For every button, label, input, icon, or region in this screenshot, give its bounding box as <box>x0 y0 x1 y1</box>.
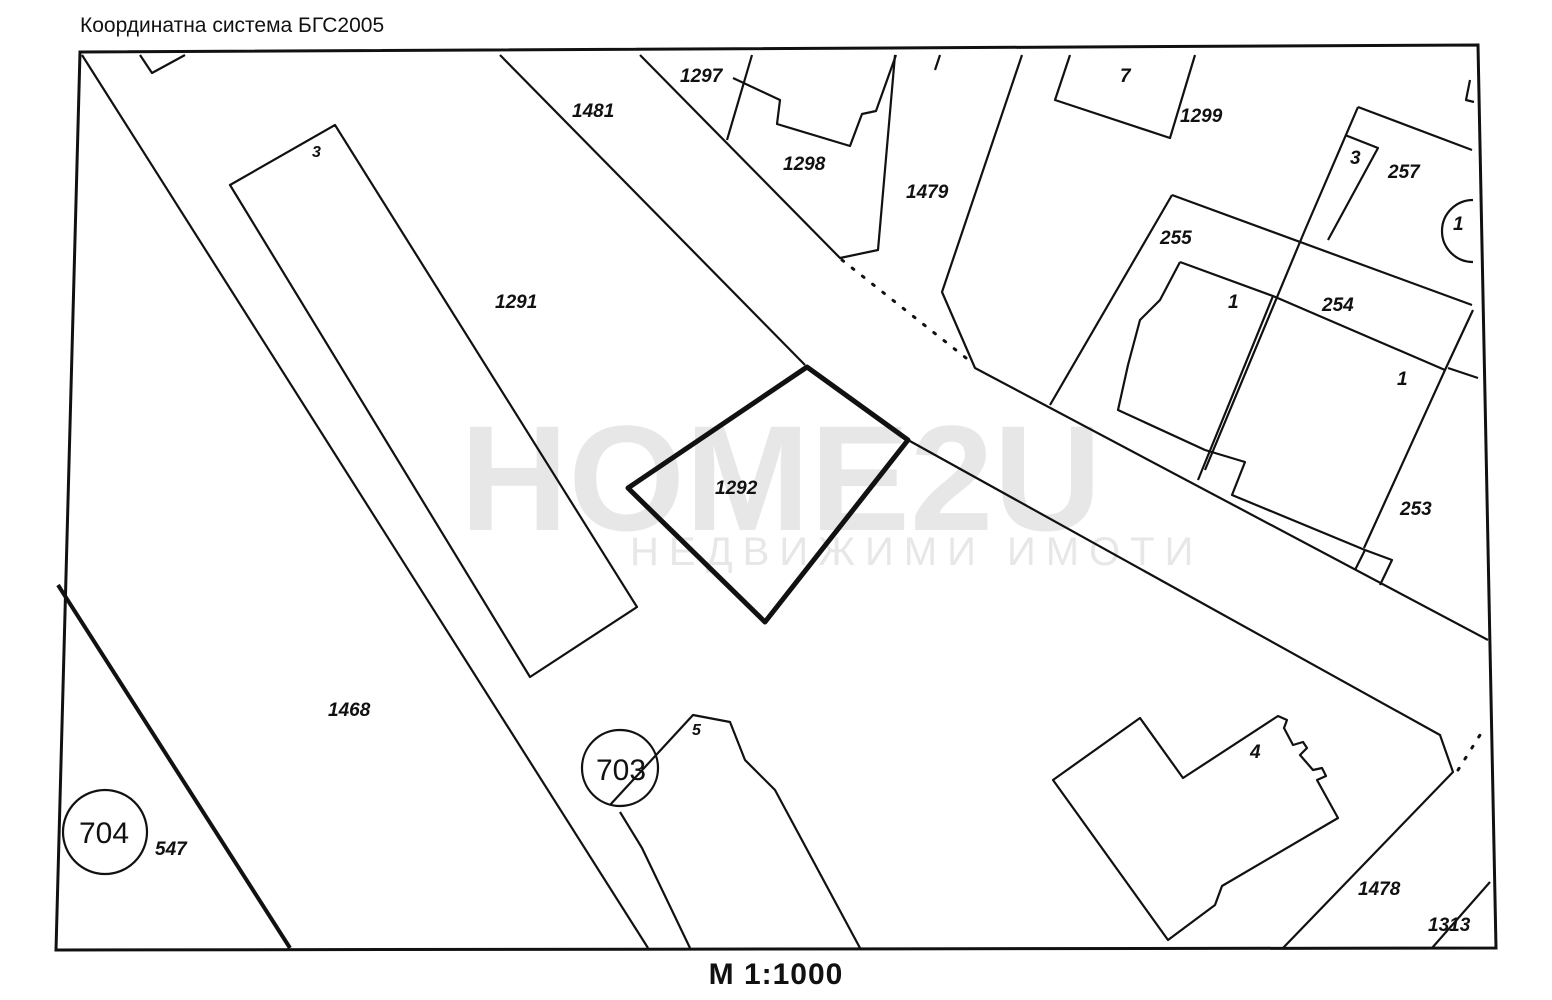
building-outline <box>139 54 186 75</box>
road-edge <box>499 54 806 366</box>
parcel-boundary <box>1203 106 1360 471</box>
parcel-label: 1478 <box>1358 879 1401 900</box>
parcel-label: 1291 <box>495 292 537 313</box>
building-label: 3 <box>312 144 321 161</box>
building-5 <box>619 811 691 949</box>
building-label: 5 <box>692 722 702 739</box>
building-7 <box>1053 54 1197 140</box>
semicircle-marker <box>1440 198 1474 264</box>
building-label: 4 <box>1249 742 1261 763</box>
parcel-label: 1297 <box>680 66 724 87</box>
parcel-label-1292: 1292 <box>715 478 758 499</box>
boundary-line <box>81 54 649 949</box>
parcel-boundary <box>1196 295 1275 481</box>
parcel-label: 255 <box>1159 228 1192 249</box>
parcel-255-boundary <box>1171 193 1473 307</box>
parcel-label: 1468 <box>328 700 371 721</box>
parcel-254-boundary <box>1179 260 1446 372</box>
parcel-255-boundary <box>1049 194 1173 406</box>
parcel-label: 3 <box>1350 148 1361 169</box>
building-3 <box>228 123 639 679</box>
parcel-boundary <box>725 54 754 141</box>
circle-label-704: 704 <box>79 817 129 850</box>
parcel-label: 1 <box>1453 214 1464 235</box>
parcel-253-boundary <box>1362 309 1474 549</box>
circle-marker-703 <box>580 728 660 808</box>
boundary-line <box>56 583 292 950</box>
boundary-tick <box>933 54 942 71</box>
parcel-label: 1 <box>1397 369 1408 390</box>
building-5 <box>609 713 861 949</box>
parcel-257-boundary <box>1357 105 1473 152</box>
watermark-brand: HOME2U <box>460 394 1102 562</box>
dotted-boundary <box>1456 733 1482 772</box>
parcel-label: 254 <box>1321 295 1354 316</box>
boundary-tick <box>1464 79 1475 104</box>
dotted-boundary <box>840 258 968 360</box>
map-scale: M 1:1000 <box>708 958 844 991</box>
building-3-right <box>1327 133 1380 241</box>
parcel-label: 7 <box>1120 66 1132 87</box>
road-edge <box>940 54 1489 641</box>
parcel-label: 1 <box>1228 292 1239 313</box>
parcel-label: 253 <box>1399 499 1432 520</box>
parcel-label: 257 <box>1387 162 1421 183</box>
building-1-outline <box>1116 261 1394 586</box>
building-outline <box>732 54 898 148</box>
parcel-label: 1298 <box>783 154 826 175</box>
parcel-label: 1479 <box>906 182 949 203</box>
map-frame <box>54 43 1498 952</box>
parcel-1292-highlight[interactable] <box>625 364 911 625</box>
parcel-label: 1481 <box>572 101 614 122</box>
parcel-label: 1313 <box>1428 915 1471 936</box>
parcel-boundary <box>1354 549 1366 571</box>
coordinate-system-title: Координатна система БГС2005 <box>80 14 385 37</box>
parcel-label: 547 <box>155 839 188 860</box>
watermark-subtitle: НЕДВИЖИМИ ИМОТИ <box>630 530 1203 574</box>
building-4 <box>1051 714 1340 942</box>
parcel-boundary <box>1447 366 1479 380</box>
road-edge <box>907 439 1455 949</box>
circle-marker-704 <box>61 788 149 876</box>
circle-label-703: 703 <box>596 754 646 787</box>
parcel-label: 1299 <box>1180 106 1223 127</box>
parcel-1313-boundary <box>1431 881 1491 949</box>
parcel-1298-boundary <box>639 54 897 260</box>
